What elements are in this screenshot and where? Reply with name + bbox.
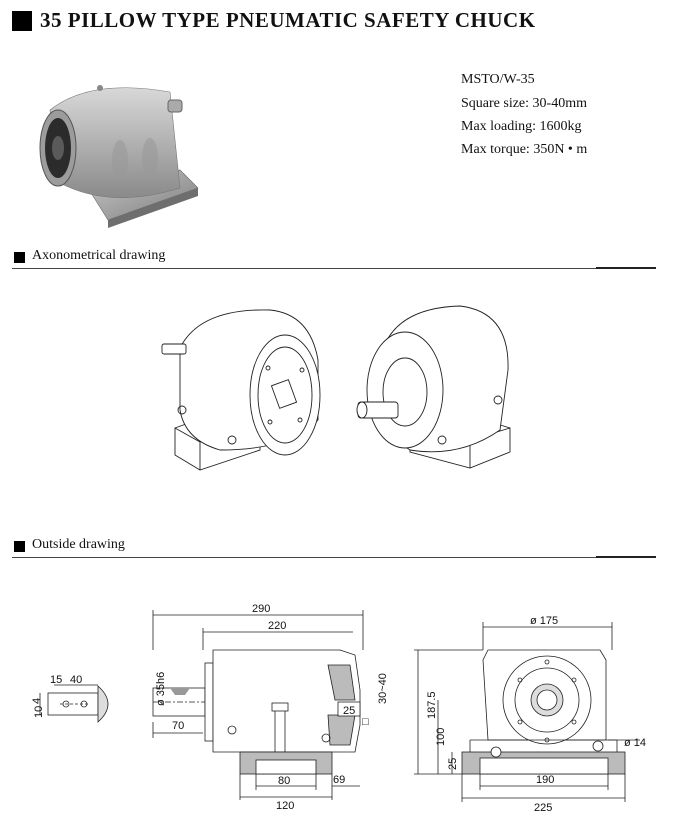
axonometric-drawing-front — [161, 309, 321, 471]
key-dim-b: 40 — [70, 674, 82, 686]
page-title: 35 PILLOW TYPE PNEUMATIC SAFETY CHUCK — [40, 8, 536, 32]
axonometric-drawing-rear — [356, 305, 511, 469]
front-dim-body-dia: ø 175 — [530, 615, 558, 627]
section-rule-accent — [596, 267, 656, 269]
front-dim-base-h: 25 — [447, 758, 459, 770]
front-dim-height: 187.5 — [426, 691, 438, 719]
front-dim-center-h: 100 — [435, 728, 447, 746]
section-square-icon — [14, 541, 25, 552]
spec-model: MSTO/W-35 — [461, 72, 535, 87]
side-dim-base-inner: 80 — [278, 775, 290, 787]
side-dim-body: 220 — [268, 620, 286, 632]
title-square-icon — [12, 11, 32, 31]
key-dim-c: 10 — [33, 706, 45, 718]
section-rule — [12, 268, 596, 269]
section-rule — [12, 557, 596, 558]
section-rule-accent — [596, 556, 656, 558]
spec-square-size: Square size: 30-40mm — [461, 96, 587, 111]
side-dim-shaft-len: 70 — [172, 720, 184, 732]
spec-max-loading: Max loading: 1600kg — [461, 119, 582, 134]
section-title-axonometric: Axonometrical drawing — [32, 248, 166, 263]
key-dim-a: 15 — [50, 674, 62, 686]
side-dim-base-offset: 69 — [333, 774, 345, 786]
front-dim-base-total: 225 — [534, 802, 552, 814]
product-photo — [39, 85, 199, 228]
side-dim-chuck-depth: 25 — [343, 705, 355, 717]
side-dim-total: 290 — [252, 603, 270, 615]
key-dim-d: 4 — [31, 698, 43, 704]
side-dim-square-symbol: □ — [362, 716, 369, 728]
section-square-icon — [14, 252, 25, 263]
section-title-outside: Outside drawing — [32, 537, 125, 552]
front-dim-base-inner: 190 — [536, 774, 554, 786]
side-dim-square: 30~40 — [377, 673, 389, 704]
side-dim-shaft-dia: ø 35h6 — [155, 672, 167, 706]
side-dim-base-len: 120 — [276, 800, 294, 812]
front-dim-hole-dia: ø 14 — [624, 737, 646, 749]
spec-max-torque: Max torque: 350N • m — [461, 142, 588, 157]
